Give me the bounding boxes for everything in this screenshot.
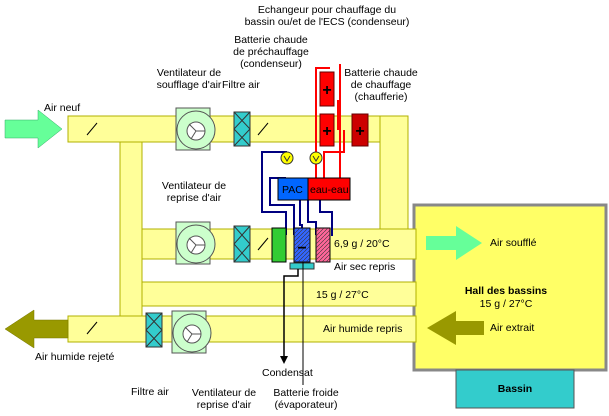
hall-title: Hall des bassins xyxy=(464,285,548,297)
bassin-label: Bassin xyxy=(497,383,533,395)
coil-hatch xyxy=(294,228,310,262)
batterie-froide-label: Batterie froide(évaporateur) xyxy=(273,387,339,411)
hall-state: 15 g / 27°C xyxy=(479,298,533,310)
drain-pan xyxy=(289,262,315,270)
filter-mid xyxy=(233,225,251,263)
filtre-air-bottom-label: Filtre air xyxy=(131,386,169,398)
pump-left xyxy=(280,151,294,165)
damper-top-mid xyxy=(257,122,269,136)
batterie-prechauffage-box xyxy=(319,113,335,147)
coil-pink-hatch xyxy=(316,228,330,262)
bassin-box xyxy=(455,369,575,409)
air-neuf-label: Air neuf xyxy=(44,102,81,114)
damper-top-left xyxy=(86,122,98,136)
pac-red xyxy=(307,177,351,201)
air-humide-rejete-label: Air humide rejeté xyxy=(35,351,115,363)
fan-soufflage xyxy=(175,107,216,151)
plus-symbol-echangeur: + xyxy=(322,82,331,99)
filter-top xyxy=(233,111,251,147)
air-souffle-arrow xyxy=(426,226,482,260)
plus-symbol-chauffage: + xyxy=(355,123,364,140)
fan-reprise-bottom xyxy=(171,310,212,354)
air-sec-repris-label: Air sec repris xyxy=(334,261,396,273)
echangeur-box xyxy=(319,71,335,107)
eau-eau-label: eau-eau xyxy=(310,184,349,196)
condensat-line xyxy=(283,269,299,358)
air-extrait-arrow xyxy=(427,311,484,345)
air-neuf-arrow xyxy=(4,109,63,149)
air-humide-rejete-arrow xyxy=(4,309,69,349)
air-humide-repris-label: Air humide repris xyxy=(323,323,403,335)
state-mid-label: 6,9 g / 20°C xyxy=(334,238,390,250)
air-extrait-label: Air extrait xyxy=(490,322,535,334)
pump-right xyxy=(309,151,323,165)
filter-bottom xyxy=(145,312,163,348)
plus-symbol-prechauffage: + xyxy=(322,123,331,140)
minus-symbol: − xyxy=(297,240,306,257)
condensat-arrowhead xyxy=(280,356,288,364)
hall-des-bassins xyxy=(412,203,608,372)
condensat-label: Condensat xyxy=(262,367,313,379)
fan-reprise-mid xyxy=(175,221,216,265)
pac-label: PAC xyxy=(282,184,303,196)
air-souffle-label: Air soufflé xyxy=(490,237,537,249)
coil-green xyxy=(271,227,287,263)
batterie-chauffage-box xyxy=(351,113,369,147)
damper-bottom-left xyxy=(86,321,98,335)
filtre-air-top-label: Filtre air xyxy=(222,79,260,91)
damper-mid xyxy=(257,237,269,251)
state-low-label: 15 g / 27°C xyxy=(316,289,369,301)
